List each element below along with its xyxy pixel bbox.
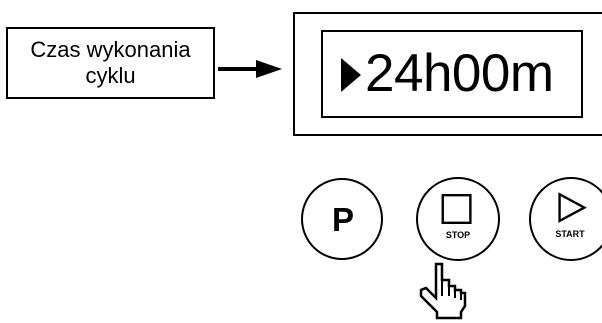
arrow-right-icon [218, 60, 282, 78]
stop-button-label: STOP [445, 230, 471, 240]
cycle-time-callout: Czas wykonania cyklu [6, 27, 215, 99]
play-triangle-icon [558, 192, 587, 223]
hand-pointer-icon [419, 262, 467, 320]
callout-line-1: Czas wykonania [30, 37, 191, 62]
callout-line-2: cyklu [85, 63, 136, 88]
display-time: 24h00m [365, 44, 554, 103]
p-button-label: P [331, 200, 354, 238]
stop-button[interactable]: STOP [416, 177, 500, 261]
stop-square-icon [441, 194, 472, 224]
start-button[interactable]: START [529, 177, 602, 261]
p-button[interactable]: P [301, 178, 383, 260]
play-indicator-icon [341, 58, 361, 92]
lcd-display: 24h00m [321, 30, 583, 118]
start-button-label: START [555, 229, 585, 239]
